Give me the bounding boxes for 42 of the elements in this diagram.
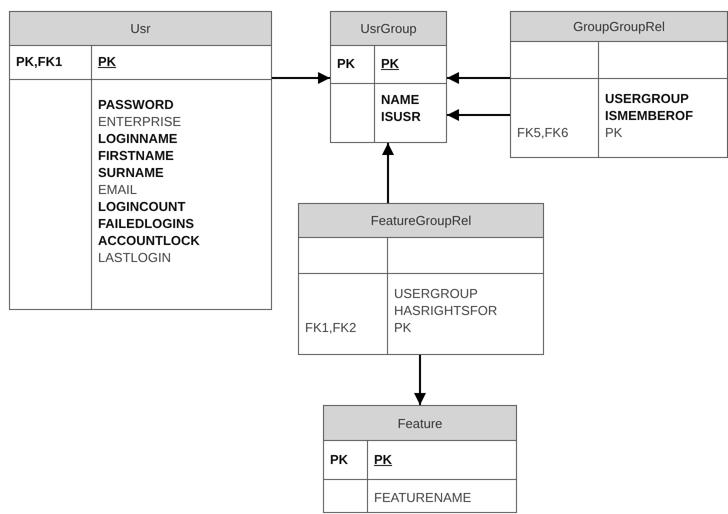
field-name: HASRIGHTSFOR [394, 302, 498, 319]
table-header: Usr [10, 12, 271, 46]
field-name: EMAIL [98, 181, 138, 198]
field-name: ISUSR [381, 108, 421, 125]
key-label: FK5,FK6 [517, 124, 568, 141]
field-name: FAILEDLOGINS [98, 215, 194, 232]
table-box [323, 405, 517, 513]
field-name: LOGINCOUNT [98, 198, 186, 215]
arrow [382, 143, 394, 203]
key-label: PK,FK1 [16, 53, 62, 70]
field-name: FEATURENAME [374, 489, 472, 506]
field-name: PK [381, 55, 400, 72]
table-header: FeatureGroupRel [299, 204, 543, 238]
table-header: UsrGroup [331, 12, 446, 46]
table-box [510, 11, 728, 158]
table-header: GroupGroupRel [511, 12, 727, 42]
field-name: PK [394, 319, 412, 336]
field-name: LOGINNAME [98, 130, 178, 147]
arrow [414, 355, 426, 405]
field-name: PASSWORD [98, 96, 174, 113]
field-name: ENTERPRISE [98, 113, 182, 130]
field-name: ISMEMBEROF [605, 107, 694, 124]
field-name: PK [605, 124, 622, 141]
key-label: FK1,FK2 [305, 319, 356, 336]
field-name: USERGROUP [605, 90, 689, 107]
key-label: PK [337, 55, 356, 72]
field-name: SURNAME [98, 164, 164, 181]
table-box [330, 11, 447, 143]
field-name: PK [374, 450, 392, 468]
field-name: PK [98, 53, 116, 70]
field-name: USERGROUP [394, 285, 478, 302]
field-name: ACCOUNTLOCK [98, 232, 200, 249]
arrow [272, 72, 330, 84]
key-label: PK [330, 450, 348, 468]
arrow [447, 109, 510, 121]
table-header: Feature [324, 406, 516, 441]
field-name: LASTLOGIN [98, 249, 171, 266]
field-name: NAME [381, 91, 420, 108]
table-box [298, 203, 544, 355]
field-name: FIRSTNAME [98, 147, 174, 164]
table-box [9, 11, 272, 310]
arrow [447, 72, 510, 84]
